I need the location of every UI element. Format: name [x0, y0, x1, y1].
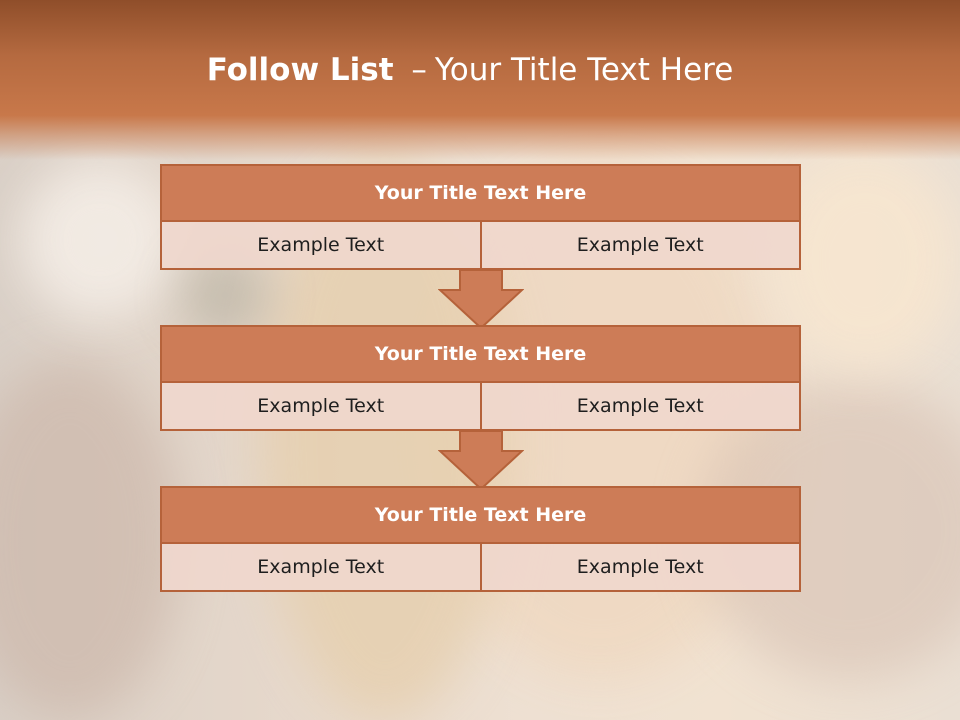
- step-cell-right: Example Text: [479, 222, 799, 268]
- step-box-1: Your Title Text Here Example Text Exampl…: [160, 164, 801, 270]
- step-cell-left: Example Text: [162, 222, 480, 268]
- step-box-2: Your Title Text Here Example Text Exampl…: [160, 325, 801, 431]
- slide-title-rest: Your Title Text Here: [434, 52, 734, 88]
- step-cell-right: Example Text: [479, 383, 799, 429]
- step-title: Your Title Text Here: [162, 327, 799, 383]
- down-arrow-icon: [438, 270, 524, 330]
- slide-title-bold: Follow List: [206, 52, 394, 88]
- step-row: Example Text Example Text: [162, 544, 799, 590]
- header-band: [0, 0, 960, 160]
- step-box-3: Your Title Text Here Example Text Exampl…: [160, 486, 801, 592]
- step-cell-left: Example Text: [162, 383, 480, 429]
- step-title: Your Title Text Here: [162, 166, 799, 222]
- step-row: Example Text Example Text: [162, 383, 799, 429]
- step-title: Your Title Text Here: [162, 488, 799, 544]
- slide-title-dash: –: [411, 52, 427, 88]
- step-cell-left: Example Text: [162, 544, 480, 590]
- step-row: Example Text Example Text: [162, 222, 799, 268]
- step-cell-right: Example Text: [479, 544, 799, 590]
- slide-title: Follow List –Your Title Text Here: [0, 52, 940, 88]
- down-arrow-icon: [438, 431, 524, 491]
